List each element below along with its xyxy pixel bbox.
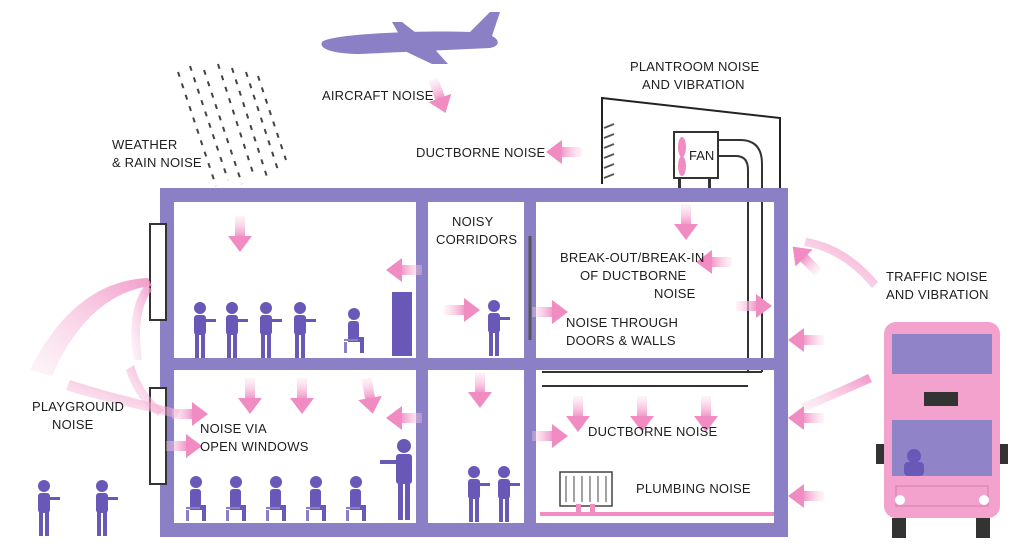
radiator-icon	[559, 471, 613, 507]
traffic-noise-waves	[800, 238, 878, 412]
plumbing-label: PLUMBING NOISE	[636, 481, 751, 496]
building	[160, 188, 788, 537]
fan-icon	[673, 131, 719, 190]
bus-icon	[876, 322, 1008, 538]
corridors-label-line2: CORRIDORS	[436, 232, 517, 247]
breakout-label-line1: BREAK-OUT/BREAK-IN	[560, 250, 704, 265]
open-windows-label-line1: NOISE VIA	[200, 421, 267, 436]
weather-noise-label-line1: WEATHER	[112, 137, 177, 152]
plumbing-pipe	[540, 504, 774, 516]
plantroom-label-line1: PLANTROOM NOISE	[630, 59, 760, 74]
traffic-label-line1: TRAFFIC NOISE	[886, 269, 988, 284]
fan-label: FAN	[689, 148, 714, 163]
person-icon	[38, 439, 520, 536]
ductborne-top-label: DUCTBORNE NOISE	[416, 145, 546, 160]
airplane-icon	[321, 12, 500, 64]
person-icon	[194, 292, 510, 358]
playground-label-line2: NOISE	[52, 417, 94, 432]
playground-label-line1: PLAYGROUND	[32, 399, 124, 414]
traffic-label-line2: AND VIBRATION	[886, 287, 989, 302]
plantroom-label-line2: AND VIBRATION	[642, 77, 745, 92]
open-windows-label-line2: OPEN WINDOWS	[200, 439, 309, 454]
breakout-label-line3: NOISE	[654, 286, 696, 301]
ductborne-bottom-label: DUCTBORNE NOISE	[588, 424, 718, 439]
labels: AIRCRAFT NOISE WEATHER & RAIN NOISE PLAN…	[32, 59, 989, 496]
weather-noise-label-line2: & RAIN NOISE	[112, 155, 202, 170]
plantroom	[601, 96, 781, 190]
breakout-label-line2: OF DUCTBORNE	[580, 268, 687, 283]
through-walls-label-line1: NOISE THROUGH	[566, 315, 678, 330]
aircraft-noise-label: AIRCRAFT NOISE	[322, 88, 434, 103]
vibration-marks	[603, 123, 615, 179]
corridors-label-line1: NOISY	[452, 214, 494, 229]
through-walls-label-line2: DOORS & WALLS	[566, 333, 676, 348]
rain-icon	[177, 63, 287, 187]
playground-noise-waves	[30, 278, 180, 418]
duct	[542, 139, 763, 387]
